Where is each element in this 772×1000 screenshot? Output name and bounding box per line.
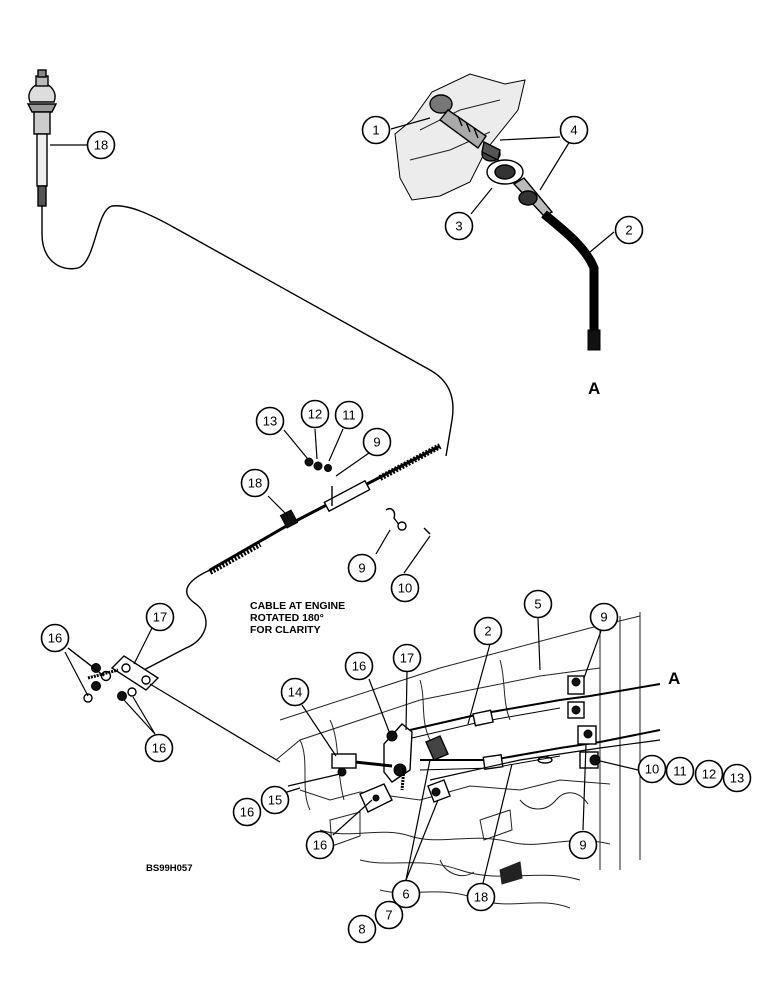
callout-9-engine-top: 9 xyxy=(589,602,619,632)
connection-label-a-engine: A xyxy=(668,669,680,688)
svg-text:16: 16 xyxy=(152,741,166,756)
svg-text:5: 5 xyxy=(534,597,541,612)
callout-17-engine: 17 xyxy=(392,643,422,673)
connection-label-a-top: A xyxy=(588,379,600,398)
svg-text:15: 15 xyxy=(268,793,282,808)
note-line-1: CABLE AT ENGINE xyxy=(250,600,345,612)
svg-text:9: 9 xyxy=(358,561,365,576)
callout-16-engine-bottom: 16 xyxy=(305,830,335,860)
cable-clamp-bracket xyxy=(83,655,281,763)
svg-text:18: 18 xyxy=(474,890,488,905)
callout-10-engine: 10 xyxy=(637,754,667,784)
callout-16-left-upper: 16 xyxy=(40,623,70,653)
callout-7: 7 xyxy=(374,900,404,930)
svg-text:12: 12 xyxy=(702,767,716,782)
callout-6: 6 xyxy=(391,879,421,909)
callout-18-knob: 18 xyxy=(86,130,116,160)
throttle-cable xyxy=(41,205,454,457)
svg-text:18: 18 xyxy=(94,138,108,153)
svg-text:10: 10 xyxy=(645,762,659,777)
svg-text:3: 3 xyxy=(455,219,462,234)
leader-lines xyxy=(50,117,639,884)
svg-text:16: 16 xyxy=(352,659,366,674)
callout-3: 3 xyxy=(444,211,474,241)
svg-text:11: 11 xyxy=(342,408,356,423)
callout-1: 1 xyxy=(361,115,391,145)
control-knob xyxy=(429,94,487,149)
svg-text:12: 12 xyxy=(308,407,322,422)
note-line-2: ROTATED 180° xyxy=(250,612,324,624)
throttle-knob-assembly xyxy=(26,69,58,234)
engine-lever-assembly xyxy=(331,723,451,813)
mounting-bracket xyxy=(394,73,526,201)
locknut-and-washer xyxy=(481,140,524,185)
callout-8: 8 xyxy=(347,914,377,944)
svg-text:7: 7 xyxy=(385,908,392,923)
callout-17-bracket: 17 xyxy=(145,602,175,632)
svg-text:14: 14 xyxy=(288,685,302,700)
callout-16-engine-top: 16 xyxy=(344,651,374,681)
drawing-code: BS99H057 xyxy=(146,863,192,874)
svg-text:11: 11 xyxy=(673,764,687,779)
svg-text:17: 17 xyxy=(153,610,167,625)
callout-10-rod: 10 xyxy=(390,573,420,603)
cable-loop-lower xyxy=(139,569,211,673)
svg-text:16: 16 xyxy=(240,805,254,820)
svg-text:1: 1 xyxy=(372,123,379,138)
callout-13-engine: 13 xyxy=(722,763,752,793)
svg-text:6: 6 xyxy=(402,887,409,902)
cable-conduit xyxy=(512,177,601,351)
svg-text:2: 2 xyxy=(625,223,632,238)
callout-9-upper: 9 xyxy=(362,427,392,457)
callout-5: 5 xyxy=(523,589,553,619)
callout-9-rod: 9 xyxy=(347,553,377,583)
callout-11-upper: 11 xyxy=(334,400,364,430)
callout-18-engine: 18 xyxy=(466,882,496,912)
svg-text:8: 8 xyxy=(358,922,365,937)
callout-16-left-lower: 16 xyxy=(144,733,174,763)
note-line-3: FOR CLARITY xyxy=(250,624,321,636)
svg-text:13: 13 xyxy=(263,414,277,429)
svg-text:9: 9 xyxy=(600,610,607,625)
callout-2-engine: 2 xyxy=(473,616,503,646)
engine-clamps xyxy=(567,675,601,769)
callout-11-engine: 11 xyxy=(665,756,695,786)
svg-text:9: 9 xyxy=(579,838,586,853)
cable-rod-assembly xyxy=(208,443,442,575)
callout-18-rod: 18 xyxy=(240,468,270,498)
svg-text:10: 10 xyxy=(398,581,412,596)
callout-15: 15 xyxy=(260,785,290,815)
svg-text:9: 9 xyxy=(373,435,380,450)
svg-text:17: 17 xyxy=(400,651,414,666)
callout-9-engine-bottom: 9 xyxy=(568,830,598,860)
rotation-note: CABLE AT ENGINE ROTATED 180° FOR CLARITY xyxy=(250,600,345,636)
svg-text:2: 2 xyxy=(484,624,491,639)
svg-text:16: 16 xyxy=(313,838,327,853)
svg-text:18: 18 xyxy=(248,476,262,491)
callout-12-engine: 12 xyxy=(694,759,724,789)
engine-cables xyxy=(409,683,661,781)
svg-text:16: 16 xyxy=(48,631,62,646)
callout-4: 4 xyxy=(559,115,589,145)
svg-text:4: 4 xyxy=(570,123,577,138)
callout-13-upper: 13 xyxy=(255,406,285,436)
callout-2-upper: 2 xyxy=(614,215,644,245)
callout-12-upper: 12 xyxy=(300,399,330,429)
callout-16-engine-left: 16 xyxy=(232,797,262,827)
callout-14: 14 xyxy=(280,677,310,707)
svg-text:13: 13 xyxy=(730,771,744,786)
